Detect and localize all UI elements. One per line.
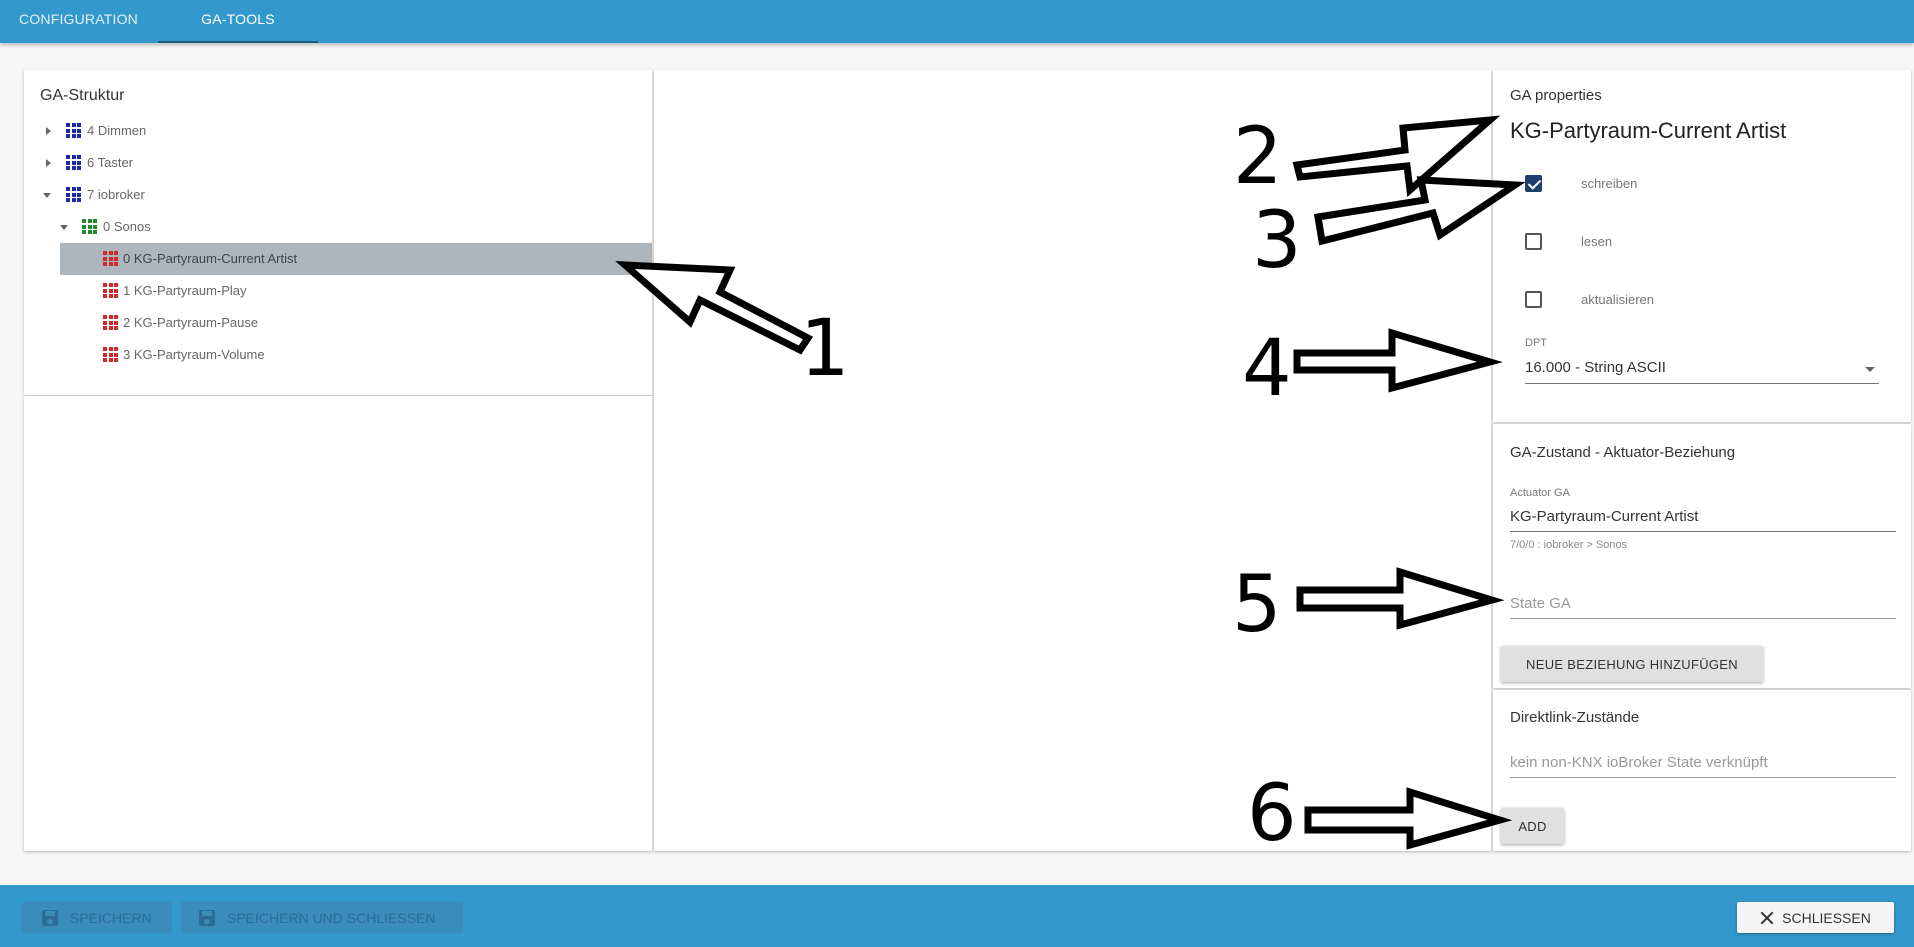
save-button[interactable]: SPEICHERN xyxy=(22,902,172,933)
tree-item-pause[interactable]: 2 KG-Partyraum-Pause xyxy=(60,307,560,339)
save-and-close-button[interactable]: SPEICHERN UND SCHLIESSEN xyxy=(181,902,463,933)
group-grid-icon xyxy=(66,123,81,138)
group-grid-icon xyxy=(66,155,81,170)
annotation-4: 4 xyxy=(1242,324,1292,414)
dpt-select[interactable]: 16.000 - String ASCII xyxy=(1525,352,1879,384)
direct-link-underline xyxy=(1510,777,1896,778)
close-button[interactable]: SCHLIESSEN xyxy=(1737,902,1894,933)
state-ga-underline xyxy=(1510,618,1896,619)
dpt-value: 16.000 - String ASCII xyxy=(1525,359,1666,376)
lesen-checkbox[interactable] xyxy=(1525,233,1542,250)
add-relation-button[interactable]: NEUE BEZIEHUNG HINZUFÜGEN xyxy=(1501,646,1763,682)
tree-item-7-iobroker[interactable]: 7 iobroker xyxy=(36,179,536,211)
save-close-label: SPEICHERN UND SCHLIESSEN xyxy=(227,909,436,926)
tree-item-label: 7 iobroker xyxy=(87,187,145,202)
tree-item-label: 3 KG-Partyraum-Volume xyxy=(123,347,265,362)
tree-item-play[interactable]: 1 KG-Partyraum-Play xyxy=(60,275,560,307)
collapse-icon[interactable] xyxy=(43,193,51,198)
direct-link-placeholder: kein non-KNX ioBroker State verknüpft xyxy=(1510,754,1768,771)
actuator-helper-text: 7/0/0 : iobroker > Sonos xyxy=(1510,539,1628,551)
expand-icon[interactable] xyxy=(46,127,51,135)
ga-grid-icon xyxy=(103,315,118,330)
dpt-label: DPT xyxy=(1525,337,1547,349)
ga-grid-icon xyxy=(103,283,118,298)
save-icon xyxy=(42,909,58,926)
dpt-underline xyxy=(1525,383,1879,384)
tree-item-label: 0 Sonos xyxy=(103,219,151,234)
tree-item-label: 1 KG-Partyraum-Play xyxy=(123,283,247,298)
annotation-3: 3 xyxy=(1252,196,1302,286)
schreiben-checkbox[interactable] xyxy=(1525,175,1542,192)
tree-item-label: 4 Dimmen xyxy=(87,123,147,138)
annotation-2: 2 xyxy=(1233,112,1283,202)
lesen-label: lesen xyxy=(1581,234,1613,249)
tree-item-label: 6 Taster xyxy=(87,155,134,170)
direct-link-title: Direktlink-Zustände xyxy=(1510,709,1640,726)
save-icon xyxy=(199,909,215,926)
tree-item-volume[interactable]: 3 KG-Partyraum-Volume xyxy=(60,339,560,371)
annotation-5: 5 xyxy=(1232,560,1282,650)
aktualisieren-label: aktualisieren xyxy=(1581,292,1654,307)
tree-item-label: 2 KG-Partyraum-Pause xyxy=(123,315,259,330)
tree-item-4-dimmen[interactable]: 4 Dimmen xyxy=(36,115,536,147)
actuator-ga-input[interactable]: KG-Partyraum-Current Artist xyxy=(1510,500,1896,532)
annotation-1: 1 xyxy=(800,304,850,394)
annotation-6: 6 xyxy=(1247,769,1297,859)
ga-grid-icon xyxy=(103,347,118,362)
group-grid-icon xyxy=(82,219,97,234)
tab-configuration[interactable]: CONFIGURATION xyxy=(18,11,138,27)
ga-state-panel: GA-Zustand - Aktuator-Beziehung Actuator… xyxy=(1493,424,1911,688)
save-label: SPEICHERN xyxy=(70,909,152,926)
state-ga-input[interactable]: State GA xyxy=(1510,587,1896,619)
collapse-icon[interactable] xyxy=(60,225,68,230)
ga-properties-title: GA properties xyxy=(1510,87,1602,104)
tree-item-label: 0 KG-Partyraum-Current Artist xyxy=(123,251,298,266)
actuator-ga-label: Actuator GA xyxy=(1510,487,1570,499)
tab-ga-tools[interactable]: GA-TOOLS xyxy=(158,0,318,43)
direct-link-panel: Direktlink-Zustände kein non-KNX ioBroke… xyxy=(1493,690,1911,851)
ga-name: KG-Partyraum-Current Artist xyxy=(1510,118,1787,143)
tree-item-current-artist[interactable]: 0 KG-Partyraum-Current Artist xyxy=(60,243,652,275)
ga-state-title: GA-Zustand - Aktuator-Beziehung xyxy=(1510,444,1736,461)
tree-item-0-sonos[interactable]: 0 Sonos xyxy=(36,211,536,243)
actuator-ga-value: KG-Partyraum-Current Artist xyxy=(1510,508,1699,525)
actuator-underline xyxy=(1510,531,1896,532)
ga-grid-icon xyxy=(103,251,118,266)
middle-panel xyxy=(654,70,1491,851)
left-empty-panel xyxy=(24,396,652,851)
tree-item-6-taster[interactable]: 6 Taster xyxy=(36,147,536,179)
close-label: SCHLIESSEN xyxy=(1782,909,1871,926)
ga-structure-title: GA-Struktur xyxy=(40,87,125,104)
direct-link-input[interactable]: kein non-KNX ioBroker State verknüpft xyxy=(1510,746,1896,778)
group-grid-icon xyxy=(66,187,81,202)
schreiben-label: schreiben xyxy=(1581,176,1638,191)
ga-structure-panel: GA-Struktur xyxy=(24,70,652,395)
state-ga-placeholder: State GA xyxy=(1510,595,1571,612)
close-icon xyxy=(1760,911,1774,925)
ga-properties-panel: GA properties KG-Partyraum-Current Artis… xyxy=(1493,70,1911,422)
add-button[interactable]: ADD xyxy=(1501,808,1564,844)
aktualisieren-checkbox[interactable] xyxy=(1525,291,1542,308)
expand-icon[interactable] xyxy=(46,159,51,167)
top-tab-bar: CONFIGURATION GA-TOOLS xyxy=(0,0,1914,43)
chevron-down-icon xyxy=(1865,367,1875,372)
